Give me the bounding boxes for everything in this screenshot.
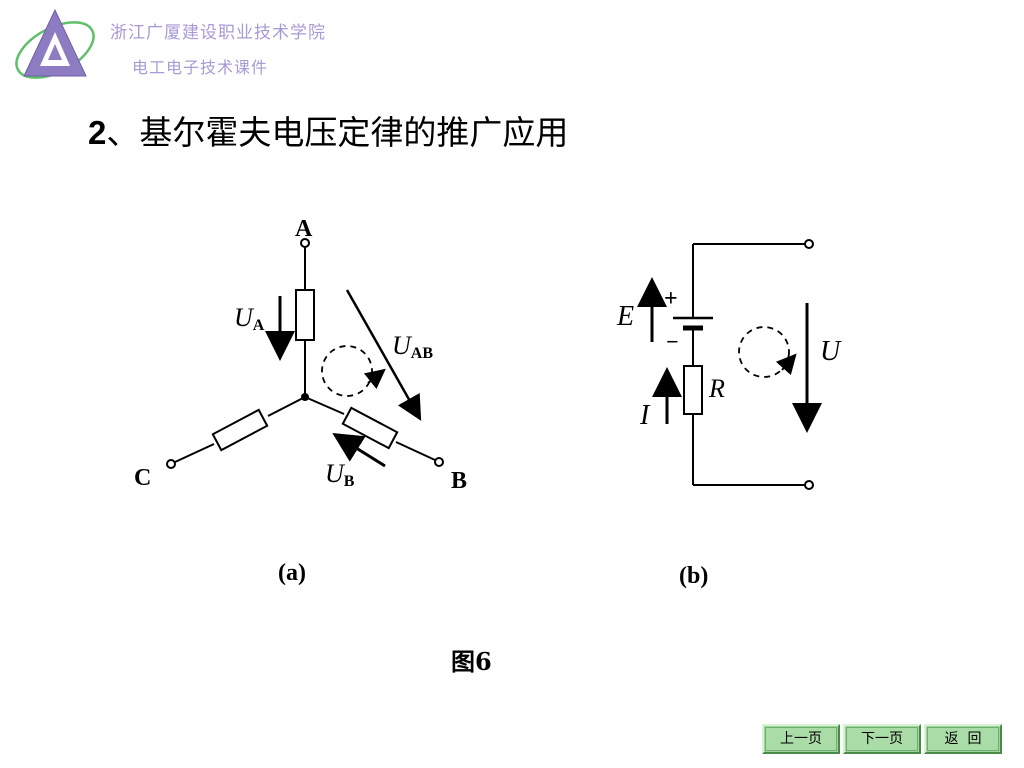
minus-sign: − bbox=[666, 329, 679, 354]
resistor-c bbox=[211, 408, 269, 452]
circuit-a-labels: A C B UA UAB UB (a) bbox=[134, 216, 467, 586]
node-c-terminal bbox=[166, 459, 176, 469]
resistor-a bbox=[295, 289, 315, 341]
circuit-b-labels: E + − R I U (b) bbox=[616, 286, 842, 589]
resistor-label: R bbox=[708, 374, 725, 403]
figure-caption: 图6 bbox=[451, 647, 492, 676]
loop-direction-b bbox=[738, 326, 790, 378]
previous-page-button[interactable]: 上一页 bbox=[762, 724, 840, 754]
next-page-label: 下一页 bbox=[846, 727, 918, 751]
node-a-label: A bbox=[295, 216, 313, 242]
college-logo-icon bbox=[15, 8, 95, 79]
slide-title: 2、基尔霍夫电压定律的推广应用 bbox=[88, 106, 568, 154]
node-c-label: C bbox=[134, 465, 151, 491]
circuit-a bbox=[166, 238, 444, 469]
return-label: 返 回 bbox=[927, 727, 999, 751]
header: 浙江广厦建设职业技术学院 电工电子技术课件 bbox=[0, 0, 400, 90]
bottom-terminal bbox=[804, 480, 814, 490]
emf-label: E bbox=[616, 301, 634, 332]
slide-title-text: 、基尔霍夫电压定律的推广应用 bbox=[106, 113, 569, 152]
circuit-diagrams: A C B UA UAB UB (a) E + − R I U bbox=[134, 216, 842, 589]
slide-navigation: 上一页 下一页 返 回 bbox=[762, 724, 1002, 756]
uab-arrow bbox=[345, 289, 422, 421]
circuit-b bbox=[637, 239, 822, 490]
node-b-label: B bbox=[451, 468, 467, 494]
course-name: 电工电子技术课件 bbox=[132, 58, 269, 77]
school-name: 浙江广厦建设职业技术学院 bbox=[110, 23, 326, 43]
uab-label: UAB bbox=[392, 331, 433, 362]
voltage-u-label: U bbox=[820, 336, 842, 367]
next-page-button[interactable]: 下一页 bbox=[843, 724, 921, 754]
figure-b-label: (b) bbox=[679, 563, 708, 589]
top-terminal bbox=[804, 239, 814, 249]
resistor-r bbox=[683, 365, 703, 415]
previous-page-label: 上一页 bbox=[765, 727, 837, 751]
loop-direction-a bbox=[321, 345, 373, 397]
current-label: I bbox=[639, 400, 651, 431]
return-button[interactable]: 返 回 bbox=[924, 724, 1002, 754]
slide-title-number: 2 bbox=[88, 114, 107, 151]
plus-sign: + bbox=[664, 286, 678, 312]
resistor-b bbox=[341, 406, 399, 450]
ub-arrow bbox=[332, 433, 386, 468]
node-b-terminal bbox=[434, 457, 444, 467]
ua-label: UA bbox=[234, 303, 265, 334]
ub-label: UB bbox=[325, 459, 355, 490]
figure-a-label: (a) bbox=[278, 560, 306, 586]
